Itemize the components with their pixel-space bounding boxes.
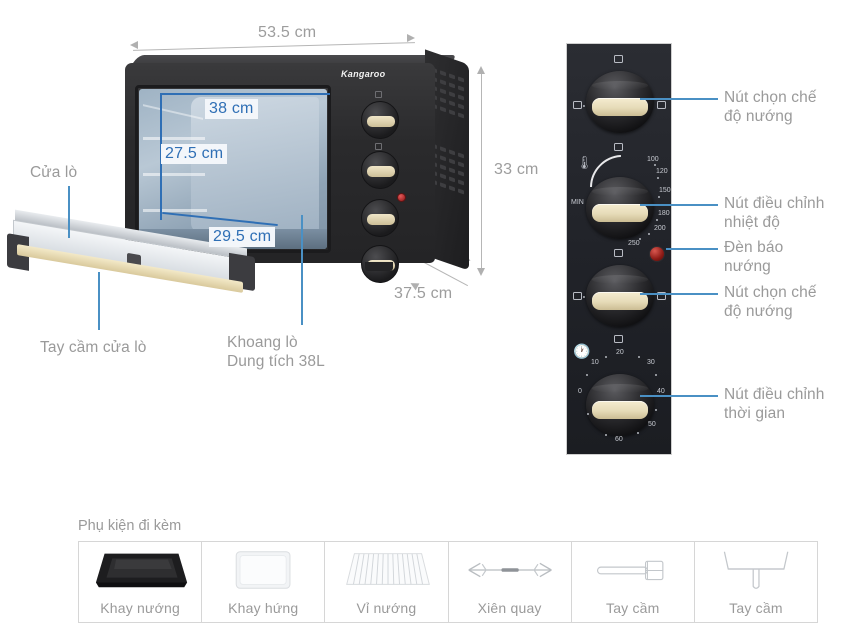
height-dimension-label: 33 cm — [494, 161, 539, 178]
clock-icon: 🕐 — [573, 343, 591, 359]
leader-mode-bottom — [640, 293, 718, 295]
temp-scale-200: 200 — [654, 225, 666, 232]
interior-height-label: 27.5 cm — [161, 144, 228, 164]
temp-scale-150: 150 — [659, 187, 671, 194]
height-arrow-down-icon — [477, 268, 485, 276]
temp-scale-180: 180 — [658, 210, 670, 217]
grill-rack-icon — [325, 546, 447, 594]
cavity-rack-upper — [143, 137, 205, 140]
timer-scale-20: 20 — [616, 349, 624, 356]
brand-logo: Kangaroo — [341, 69, 386, 79]
baking-tray-black-icon — [79, 546, 201, 594]
callout-door-label: Cửa lò — [30, 164, 78, 181]
indicator-lamp — [649, 246, 665, 262]
callout-indicator-lamp: Đèn báo nướng — [724, 239, 784, 275]
rotisserie-skewer-icon — [449, 546, 571, 594]
knob-timer[interactable] — [586, 374, 654, 436]
panel-mode-left-icon-2 — [573, 292, 585, 300]
cavity-back-wall — [191, 97, 319, 233]
temp-scale-100: 100 — [647, 156, 659, 163]
oven-illustration: Kangaroo — [7, 49, 470, 293]
interior-width-arrow — [160, 93, 330, 95]
callout-cavity-label: Khoang lò Dung tích 38L — [227, 334, 325, 370]
panel-bottom-mode-icon-2 — [614, 249, 623, 257]
leader-mode-top — [640, 98, 718, 100]
depth-dimension-label: 37.5 cm — [394, 285, 453, 302]
panel-mode-right-icon-2 — [657, 292, 666, 300]
accessory-item[interactable]: Tay cầm — [695, 542, 817, 622]
accessory-label: Tay cầm — [729, 600, 783, 616]
leader-timer — [640, 395, 718, 397]
width-dimension-label: 53.5 cm — [258, 24, 317, 41]
timer-scale-30: 30 — [647, 359, 655, 366]
panel-timer-mode-icon — [614, 335, 623, 343]
timer-scale-0: 0 — [578, 388, 582, 395]
temp-scale-250: 250 — [628, 240, 640, 247]
callout-door-leader — [68, 186, 70, 238]
oven-knob-temperature[interactable] — [361, 151, 399, 189]
timer-scale-50: 50 — [648, 421, 656, 428]
leader-temperature — [640, 204, 718, 206]
accessory-label: Vỉ nướng — [356, 600, 417, 616]
accessory-label: Khay nướng — [100, 600, 180, 616]
oven-foot-right — [365, 262, 393, 271]
accessory-item[interactable]: Vỉ nướng — [325, 542, 449, 622]
accessory-label: Tay cầm — [606, 600, 660, 616]
width-arrow-left-icon — [130, 41, 138, 49]
panel-mode-left-icon-1 — [573, 101, 585, 109]
accessory-label: Xiên quay — [477, 600, 542, 616]
interior-width-label: 38 cm — [205, 99, 258, 119]
accessory-item[interactable]: Tay cầm — [572, 542, 695, 622]
oven-knob-mode-bottom[interactable] — [361, 199, 399, 237]
leader-indicator-lamp — [666, 248, 718, 250]
timer-scale-60: 60 — [615, 436, 623, 443]
callout-cavity-leader — [301, 215, 303, 325]
skewer-handle-icon — [572, 546, 694, 594]
panel-top-mode-icon — [614, 55, 623, 63]
accessories-row: Khay nướng Khay hứng — [78, 541, 818, 623]
temp-scale-120: 120 — [656, 168, 668, 175]
oven-mode-icon-2 — [375, 143, 382, 150]
timer-scale-40: 40 — [657, 388, 665, 395]
oven-vent-grid — [431, 67, 465, 249]
control-panel-detail: 🌡 100 120 150 180 200 250 MIN 🕐 2 — [566, 43, 672, 455]
temp-scale-min: MIN — [571, 199, 584, 206]
callout-timer-knob: Nút điều chỉnh thời gian — [724, 386, 825, 422]
interior-depth-label: 29.5 cm — [209, 227, 276, 247]
accessory-item[interactable]: Khay nướng — [79, 542, 203, 622]
thermometer-icon: 🌡 — [576, 155, 593, 170]
accessory-label: Khay hứng — [228, 600, 299, 616]
knob-mode-top[interactable] — [586, 71, 654, 133]
callout-mode-knob-bottom: Nút chọn chế độ nướng — [724, 284, 817, 320]
width-arrow-right-icon — [407, 34, 415, 42]
oven-knob-mode-top[interactable] — [361, 101, 399, 139]
callout-mode-knob-top: Nút chọn chế độ nướng — [724, 89, 817, 125]
tray-handle-icon — [695, 546, 817, 594]
height-dimension-line — [481, 73, 483, 269]
drip-tray-white-icon — [202, 546, 324, 594]
knob-temperature[interactable] — [586, 177, 654, 239]
oven-front-control-panel — [333, 89, 425, 283]
cavity-rack-mid — [143, 173, 205, 176]
height-arrow-up-icon — [477, 66, 485, 74]
callout-temp-knob: Nút điều chỉnh nhiệt độ — [724, 195, 825, 231]
timer-scale-10: 10 — [591, 359, 599, 366]
accessory-item[interactable]: Khay hứng — [202, 542, 326, 622]
panel-mode-right-icon-1 — [657, 101, 666, 109]
knob-mode-bottom[interactable] — [586, 265, 654, 327]
callout-door-handle-label: Tay cầm cửa lò — [40, 339, 147, 356]
accessories-title: Phụ kiện đi kèm — [78, 518, 182, 534]
oven-indicator-lamp — [397, 193, 406, 202]
width-dimension-line — [133, 42, 415, 52]
panel-bottom-mode-icon-1 — [614, 143, 623, 151]
accessory-item[interactable]: Xiên quay — [449, 542, 572, 622]
callout-door-handle-leader — [98, 272, 100, 330]
cavity-rack-lower — [143, 209, 207, 212]
oven-mode-icon-1 — [375, 91, 382, 98]
